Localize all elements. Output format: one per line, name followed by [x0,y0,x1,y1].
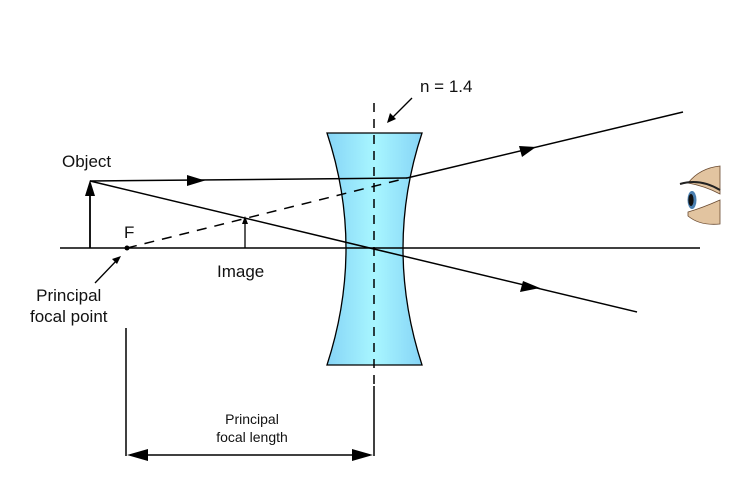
ray-arrowhead [520,281,540,292]
ray-arrowhead [519,146,536,157]
dimension-arrowhead-left [127,449,148,461]
refractive-index-pointer-head [387,113,396,123]
focal-point-pointer [94,258,119,284]
focal-point [124,245,130,251]
ray-central [89,180,638,313]
object-arrowhead [85,180,95,196]
label-line: Principal [36,286,102,305]
focal-point-pointer-head [112,256,121,264]
ray-refracted [406,111,684,179]
principal-focal-length-label: Principal focal length [206,411,298,446]
eye-icon [679,165,721,225]
label-line: focal point [30,307,108,327]
image-label: Image [217,262,265,281]
refractive-index-pointer [391,97,413,119]
dimension-arrowhead-right [352,449,373,461]
label-line: Principal [225,411,279,427]
focal-point-symbol: F [124,223,135,242]
label-line: focal length [216,428,288,445]
principal-focal-point-label: Principal focal point [30,285,108,328]
refractive-index-label: n = 1.4 [420,77,473,96]
object-label: Object [62,152,112,171]
image-arrowhead [242,216,248,224]
ray-parallel [89,177,408,182]
virtual-ray [126,177,408,249]
ray-arrowhead [187,175,205,186]
